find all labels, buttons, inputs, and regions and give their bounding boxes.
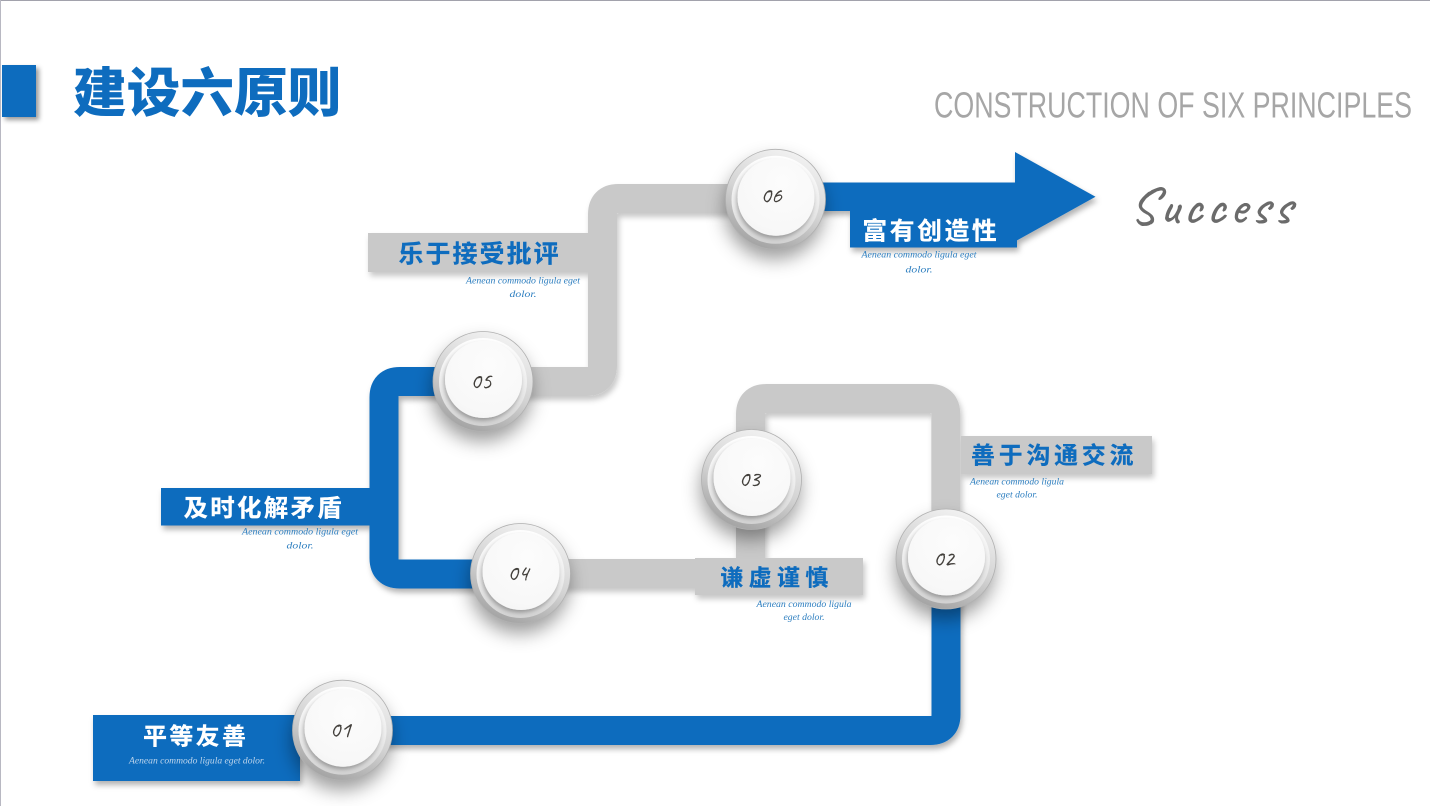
svg-text:Aenean commodo ligula eget: Aenean commodo ligula eget	[860, 249, 976, 260]
svg-text:eget dolor.: eget dolor.	[997, 490, 1038, 501]
svg-text:Aenean commodo ligula eget dol: Aenean commodo ligula eget dolor.	[128, 756, 265, 766]
svg-text:dolor.: dolor.	[906, 265, 933, 276]
svg-text:Aenean commodo ligula eget: Aenean commodo ligula eget	[465, 276, 580, 287]
svg-text:CONSTRUCTION OF SIX PRINCIPLES: CONSTRUCTION OF SIX PRINCIPLES	[934, 85, 1412, 126]
svg-text:Aenean commodo ligula: Aenean commodo ligula	[756, 599, 852, 610]
svg-text:dolor.: dolor.	[510, 289, 537, 300]
svg-text:dolor.: dolor.	[287, 541, 314, 552]
svg-text:eget dolor.: eget dolor.	[784, 612, 825, 623]
svg-text:Aenean commodo ligula: Aenean commodo ligula	[969, 477, 1064, 488]
svg-text:Aenean commodo ligula eget: Aenean commodo ligula eget	[241, 527, 358, 538]
